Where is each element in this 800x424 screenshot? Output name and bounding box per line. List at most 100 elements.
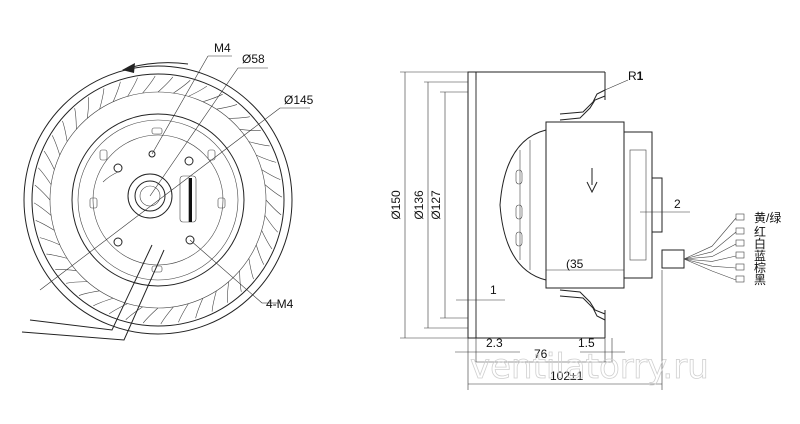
blade <box>264 215 278 233</box>
blade <box>261 230 273 250</box>
label-1: 1 <box>490 283 497 297</box>
mounting-circle <box>92 134 224 266</box>
hole-3 <box>113 237 123 247</box>
front-view: ▬▬▬▬ M4 Ø58 Ø145 4-M4 <box>21 41 314 341</box>
blade <box>211 290 217 312</box>
blade <box>35 220 55 231</box>
hole-1 <box>113 163 123 173</box>
label-m4: M4 <box>214 41 231 55</box>
hub-slots <box>89 127 226 273</box>
wire-blue: 蓝 <box>754 249 766 263</box>
leader-d58 <box>149 67 239 197</box>
motor-circle <box>71 113 245 287</box>
wire-black: 黑 <box>754 273 766 287</box>
nameplate <box>179 175 197 223</box>
blade <box>202 93 223 103</box>
flow-arrow <box>586 168 598 194</box>
blade <box>142 307 159 324</box>
blade <box>157 76 174 93</box>
hole-m4 <box>148 150 156 158</box>
watermark: ventilatorry.ru <box>470 347 709 387</box>
outer-ring-inner <box>31 73 285 327</box>
outer-ring <box>23 65 293 335</box>
wire <box>683 231 737 260</box>
label-102: 102±1 <box>550 369 584 383</box>
blade <box>228 116 250 119</box>
wire-terminal <box>735 227 745 235</box>
blade <box>62 120 68 142</box>
blade <box>248 141 270 147</box>
blade <box>99 88 105 110</box>
blade <box>256 154 277 163</box>
blade <box>112 81 121 102</box>
motor-cap <box>651 177 663 233</box>
hole-4 <box>185 235 195 245</box>
blade <box>34 184 51 201</box>
blade <box>108 303 128 315</box>
blade <box>66 281 88 284</box>
wire-red: 红 <box>754 224 766 239</box>
blade <box>160 306 174 325</box>
wire-terminal <box>735 213 745 221</box>
label-2-3: 2.3 <box>486 336 503 350</box>
label-76: 76 <box>534 347 548 361</box>
wire <box>683 258 737 281</box>
hole-2 <box>184 156 194 166</box>
wire <box>683 243 737 260</box>
blade <box>125 306 143 320</box>
vertical-dimensions: Ø150 Ø136 Ø127 <box>389 71 468 339</box>
blade <box>38 167 52 185</box>
label-4m4: 4-M4 <box>266 297 294 311</box>
motor-body <box>545 121 625 289</box>
leader-r1 <box>604 79 629 91</box>
blade <box>216 104 238 110</box>
blade <box>173 80 191 94</box>
blade <box>86 97 89 119</box>
blade <box>188 85 208 97</box>
blade <box>39 237 60 246</box>
wire-bundle <box>683 213 745 283</box>
blade <box>93 297 114 307</box>
blade <box>265 199 282 216</box>
wire-terminal <box>735 239 745 247</box>
label-1-5: 1.5 <box>578 336 595 350</box>
cable-2 <box>21 249 165 341</box>
shaft-ring <box>127 173 173 219</box>
cable-gland <box>661 249 685 269</box>
blade <box>239 128 261 131</box>
wire-labels: 黄/绿 红 白 蓝 棕 黑 <box>754 210 781 287</box>
label-d136: Ø136 <box>412 190 426 220</box>
cable-1 <box>29 244 153 331</box>
bracket-top <box>559 95 606 121</box>
wire-terminal <box>735 275 745 283</box>
leader-m4 <box>151 55 209 155</box>
label-d127: Ø127 <box>429 190 443 220</box>
blade <box>78 290 100 296</box>
shaft-ring-inner <box>134 180 166 212</box>
blade <box>239 270 242 292</box>
label-arc <box>102 171 119 183</box>
wire <box>683 217 737 260</box>
label-d145: Ø145 <box>284 93 314 107</box>
blade <box>255 244 265 265</box>
motor-dome <box>499 129 547 281</box>
label-35: (35 <box>566 257 584 271</box>
label-d150: Ø150 <box>389 190 403 220</box>
blade <box>127 77 138 97</box>
blade <box>142 75 156 94</box>
label-r1: R1 <box>628 69 644 83</box>
blade <box>248 258 254 280</box>
motor-rear <box>623 131 653 279</box>
blade <box>55 269 77 272</box>
rotation-arrowhead <box>122 63 135 73</box>
flange-plate <box>467 71 477 339</box>
nameplate-text: ▬▬▬▬ <box>183 178 195 222</box>
blade <box>261 169 281 180</box>
leader-4m4 <box>189 239 263 304</box>
side-view: Ø150 Ø136 Ø127 R1 2 1 (35 2.3 1.5 76 102… <box>389 69 745 390</box>
wire <box>683 255 737 262</box>
blade <box>264 184 283 198</box>
wire <box>683 258 737 269</box>
blade <box>178 303 189 323</box>
